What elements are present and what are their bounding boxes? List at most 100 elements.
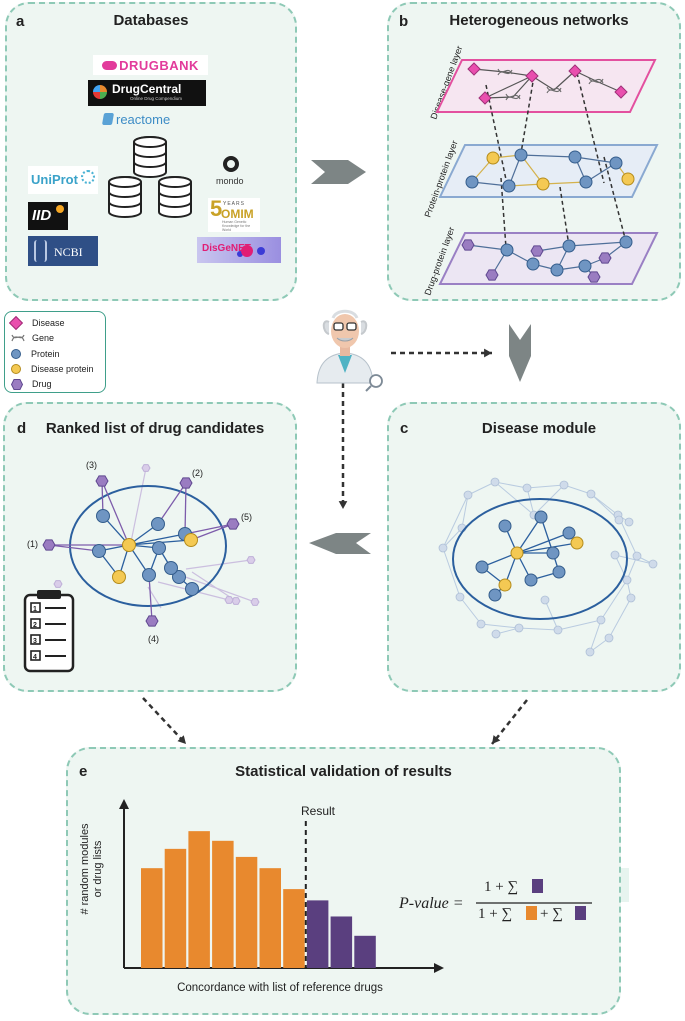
background-protein-node xyxy=(490,477,500,487)
drugbank-logo-icon xyxy=(102,60,118,70)
panel-databases: a Databases DRUGBANK DrugCentral Online … xyxy=(5,2,297,301)
background-protein-node xyxy=(622,575,632,585)
omim-label: OMIM xyxy=(221,207,254,221)
protein-node xyxy=(151,517,165,531)
mondo-logo: mondo xyxy=(213,156,253,194)
ranked-drug-node xyxy=(42,539,56,551)
panel-title: Disease module xyxy=(481,420,597,437)
background-edge xyxy=(614,554,654,565)
disease-protein-node xyxy=(498,578,512,592)
background-protein-node xyxy=(514,623,524,633)
protein-node xyxy=(498,519,512,533)
background-protein-node xyxy=(438,543,448,553)
panel-title: Statistical validation of results xyxy=(235,763,452,780)
background-protein-node xyxy=(585,647,595,657)
gene-dna-icon xyxy=(588,77,604,85)
background-protein-node xyxy=(632,551,642,561)
protein-node xyxy=(92,544,106,558)
protein-node xyxy=(524,573,538,587)
protein-node xyxy=(514,148,528,162)
drugbank-logo: DRUGBANK xyxy=(93,55,208,75)
legend-label: Drug xyxy=(32,379,52,389)
background-drug-node xyxy=(141,464,151,472)
module-edge xyxy=(516,516,542,554)
background-protein-node xyxy=(626,593,636,603)
drugcentral-icon xyxy=(93,85,107,99)
histogram-bar xyxy=(306,900,329,968)
protein-node xyxy=(568,150,582,164)
iid-label: IID xyxy=(32,207,52,224)
background-protein-node xyxy=(553,625,563,635)
background-edge xyxy=(459,596,482,625)
omim-sublabel: Human Genetic Knowledge for the World xyxy=(222,220,251,232)
dashed-arrow-c-to-e xyxy=(491,699,528,745)
protein-node xyxy=(502,179,516,193)
protein-node xyxy=(534,510,548,524)
drug-node xyxy=(530,245,544,257)
uniprot-logo: UniProt xyxy=(28,166,98,194)
disease-module-ring xyxy=(452,498,628,620)
rank-label: (4) xyxy=(148,634,159,644)
background-edge xyxy=(185,559,252,570)
drug-target-edge xyxy=(48,544,100,552)
scientist-icon xyxy=(316,309,383,392)
protein-node xyxy=(578,259,592,273)
background-edge xyxy=(467,481,496,496)
mondo-label: mondo xyxy=(216,176,244,186)
database-cylinder-icon xyxy=(133,136,167,178)
legend-item-disease: Disease xyxy=(8,315,65,331)
database-icons xyxy=(108,136,192,218)
reactome-logo: reactome xyxy=(101,110,193,128)
background-protein-node xyxy=(463,490,473,500)
legend-item-disease-protein: Disease protein xyxy=(11,363,94,375)
disease-gene-layer xyxy=(435,59,657,113)
background-edge xyxy=(130,467,147,543)
inter-layer-link xyxy=(519,75,535,160)
ppi-edge xyxy=(520,154,576,158)
gene-dna-icon xyxy=(505,93,521,101)
panel-title: Ranked list of drug candidates xyxy=(45,420,265,437)
background-edge xyxy=(526,484,565,489)
drug-node xyxy=(598,252,612,264)
legend-item-gene: Gene xyxy=(11,332,54,344)
background-protein-node xyxy=(610,550,620,560)
background-protein-node xyxy=(522,483,532,493)
disease-protein-node xyxy=(510,546,524,560)
background-edge xyxy=(442,494,469,549)
background-edge xyxy=(614,554,628,581)
drug-target-edge xyxy=(101,480,130,546)
background-protein-node xyxy=(540,595,550,605)
background-edge xyxy=(608,597,632,639)
background-edge xyxy=(518,627,559,631)
rank-label: (3) xyxy=(86,460,97,470)
background-protein-node xyxy=(648,559,658,569)
uniprot-dots-icon xyxy=(81,170,95,184)
legend-label: Disease protein xyxy=(31,364,94,374)
background-protein-node xyxy=(476,619,486,629)
background-protein-node xyxy=(596,615,606,625)
database-cylinder-icon xyxy=(158,176,192,218)
protein-node xyxy=(546,546,560,560)
drug-node xyxy=(485,269,499,281)
drug-hexagon-icon xyxy=(10,378,24,390)
protein-node xyxy=(609,156,623,170)
validation-chart: # random modules or drug lists Concordan… xyxy=(79,799,592,994)
y-axis-label-line2: or drug lists xyxy=(92,840,104,897)
background-edge xyxy=(526,487,535,516)
disgenet-label: DisGeNET xyxy=(202,243,251,254)
disease-gene-edge xyxy=(484,75,533,99)
inter-layer-link xyxy=(559,186,570,247)
background-edge xyxy=(461,494,469,529)
gene-dna-icon xyxy=(11,334,25,342)
layers xyxy=(435,59,659,285)
uniprot-label: UniProt xyxy=(31,172,78,187)
protein-node xyxy=(465,175,479,189)
protein-node xyxy=(475,560,489,574)
formula-lhs: P-value = xyxy=(398,895,464,912)
background-edge xyxy=(563,484,592,495)
background-protein-node xyxy=(624,517,634,527)
module-edge xyxy=(516,532,570,554)
drugcentral-sublabel: Online Drug Compendium xyxy=(130,96,183,101)
background-protein-node xyxy=(586,489,596,499)
